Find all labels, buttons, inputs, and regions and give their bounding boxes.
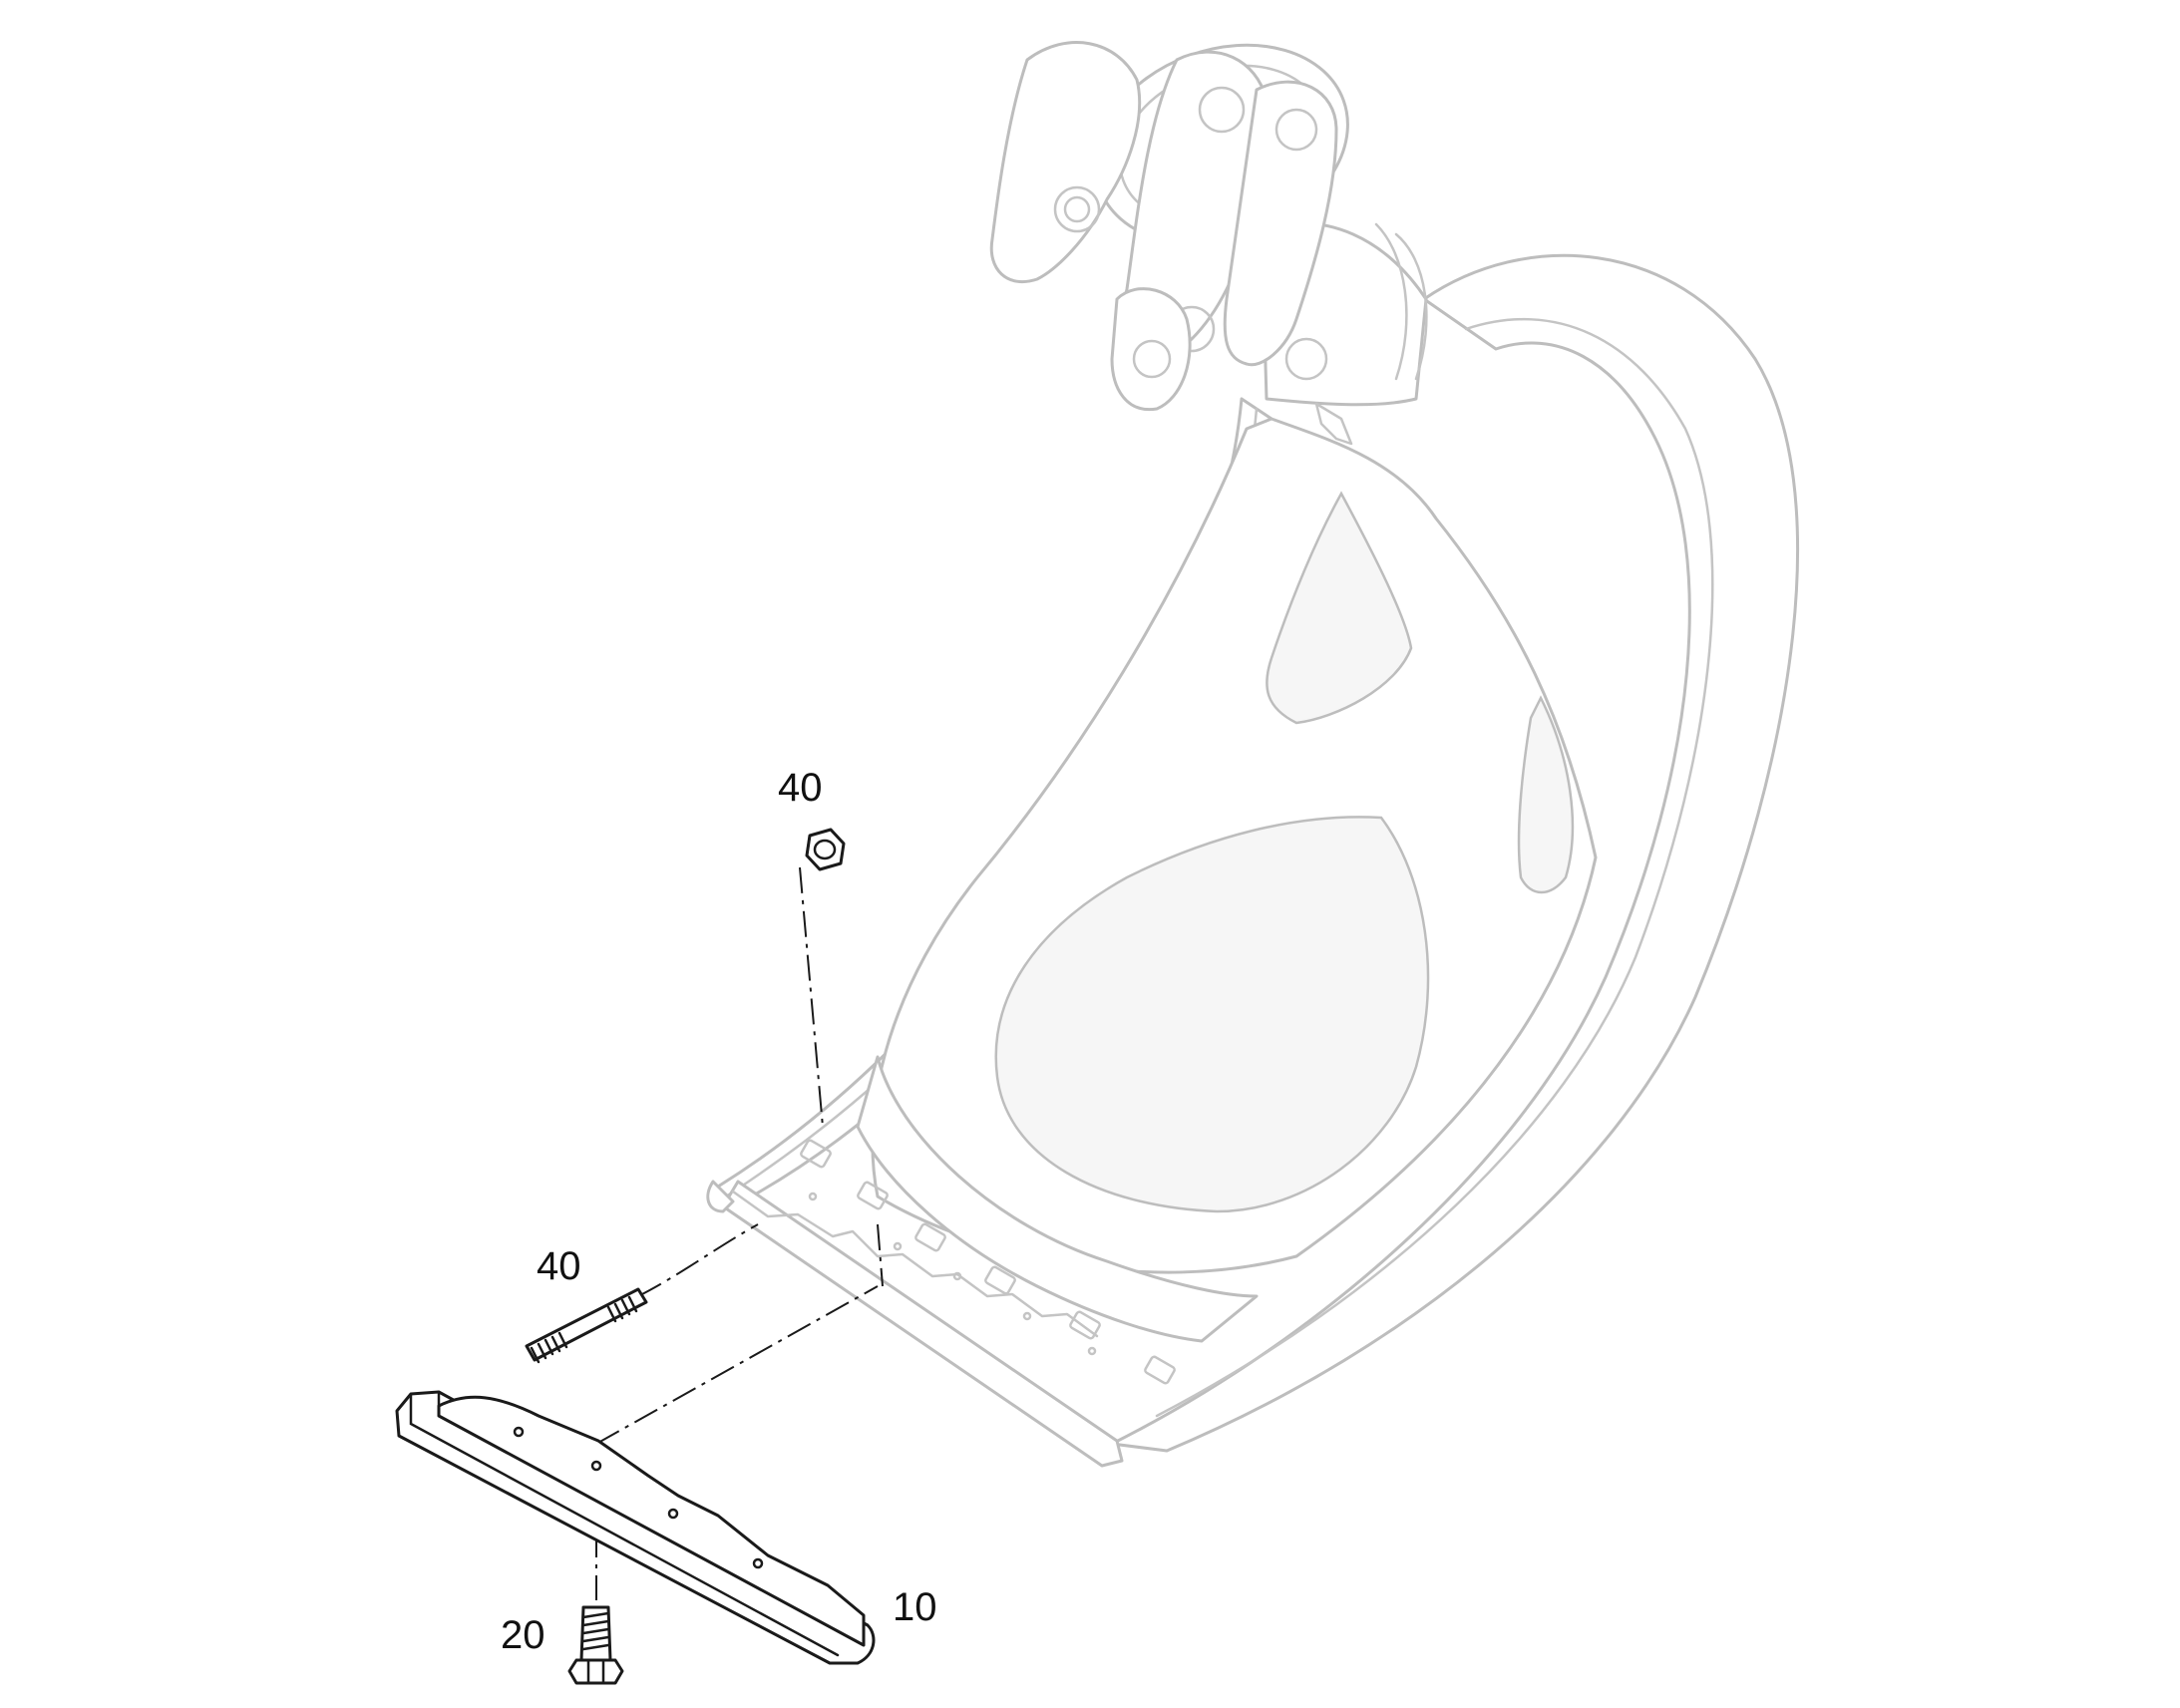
neck-collar (1394, 232, 1428, 381)
yoke-lower-lug-hole (1132, 339, 1172, 379)
bucket-frame-ghost (706, 41, 1800, 1468)
outer-hook-arm-inner-edge (1155, 317, 1714, 1418)
yoke-hole-right-top (1274, 108, 1318, 152)
lip-slots (800, 1139, 1176, 1385)
callout-bolt: 20 (501, 1613, 545, 1657)
leader-slot-vertical (877, 1223, 884, 1287)
yoke-hole-left (1053, 185, 1101, 233)
callout-wear-bar: 10 (893, 1585, 937, 1629)
large-oval-cutout (994, 816, 1430, 1213)
bolt (567, 1605, 624, 1685)
yoke-hole-left-inner (1063, 195, 1091, 223)
yoke-hole-right-bottom (1284, 337, 1328, 381)
outer-hook-arm (1110, 253, 1800, 1453)
leader-bar-to-slot (595, 1285, 879, 1445)
bottom-curved-plate (856, 1055, 1259, 1343)
threaded-stud (525, 1287, 648, 1364)
neck-collar-2 (1374, 222, 1408, 381)
leader-stud-to-slot (637, 1223, 759, 1297)
right-side-cutout (1517, 695, 1575, 894)
yoke-hole-center-top (1198, 86, 1246, 134)
leader-nut-to-slot (799, 866, 824, 1128)
yoke-plate-left (989, 41, 1142, 284)
yoke-lower-lug (1110, 287, 1192, 412)
yoke-plate-right (1223, 80, 1338, 367)
left-rail (706, 1180, 735, 1213)
bottom-edge-face (731, 1190, 1099, 1338)
callout-stud: 40 (537, 1244, 581, 1288)
wear-bar (395, 1390, 876, 1665)
small-tab (1314, 402, 1353, 446)
callout-nut-top: 40 (778, 766, 823, 810)
hex-nut (805, 828, 846, 871)
upper-triangle-cutout (1266, 491, 1413, 725)
